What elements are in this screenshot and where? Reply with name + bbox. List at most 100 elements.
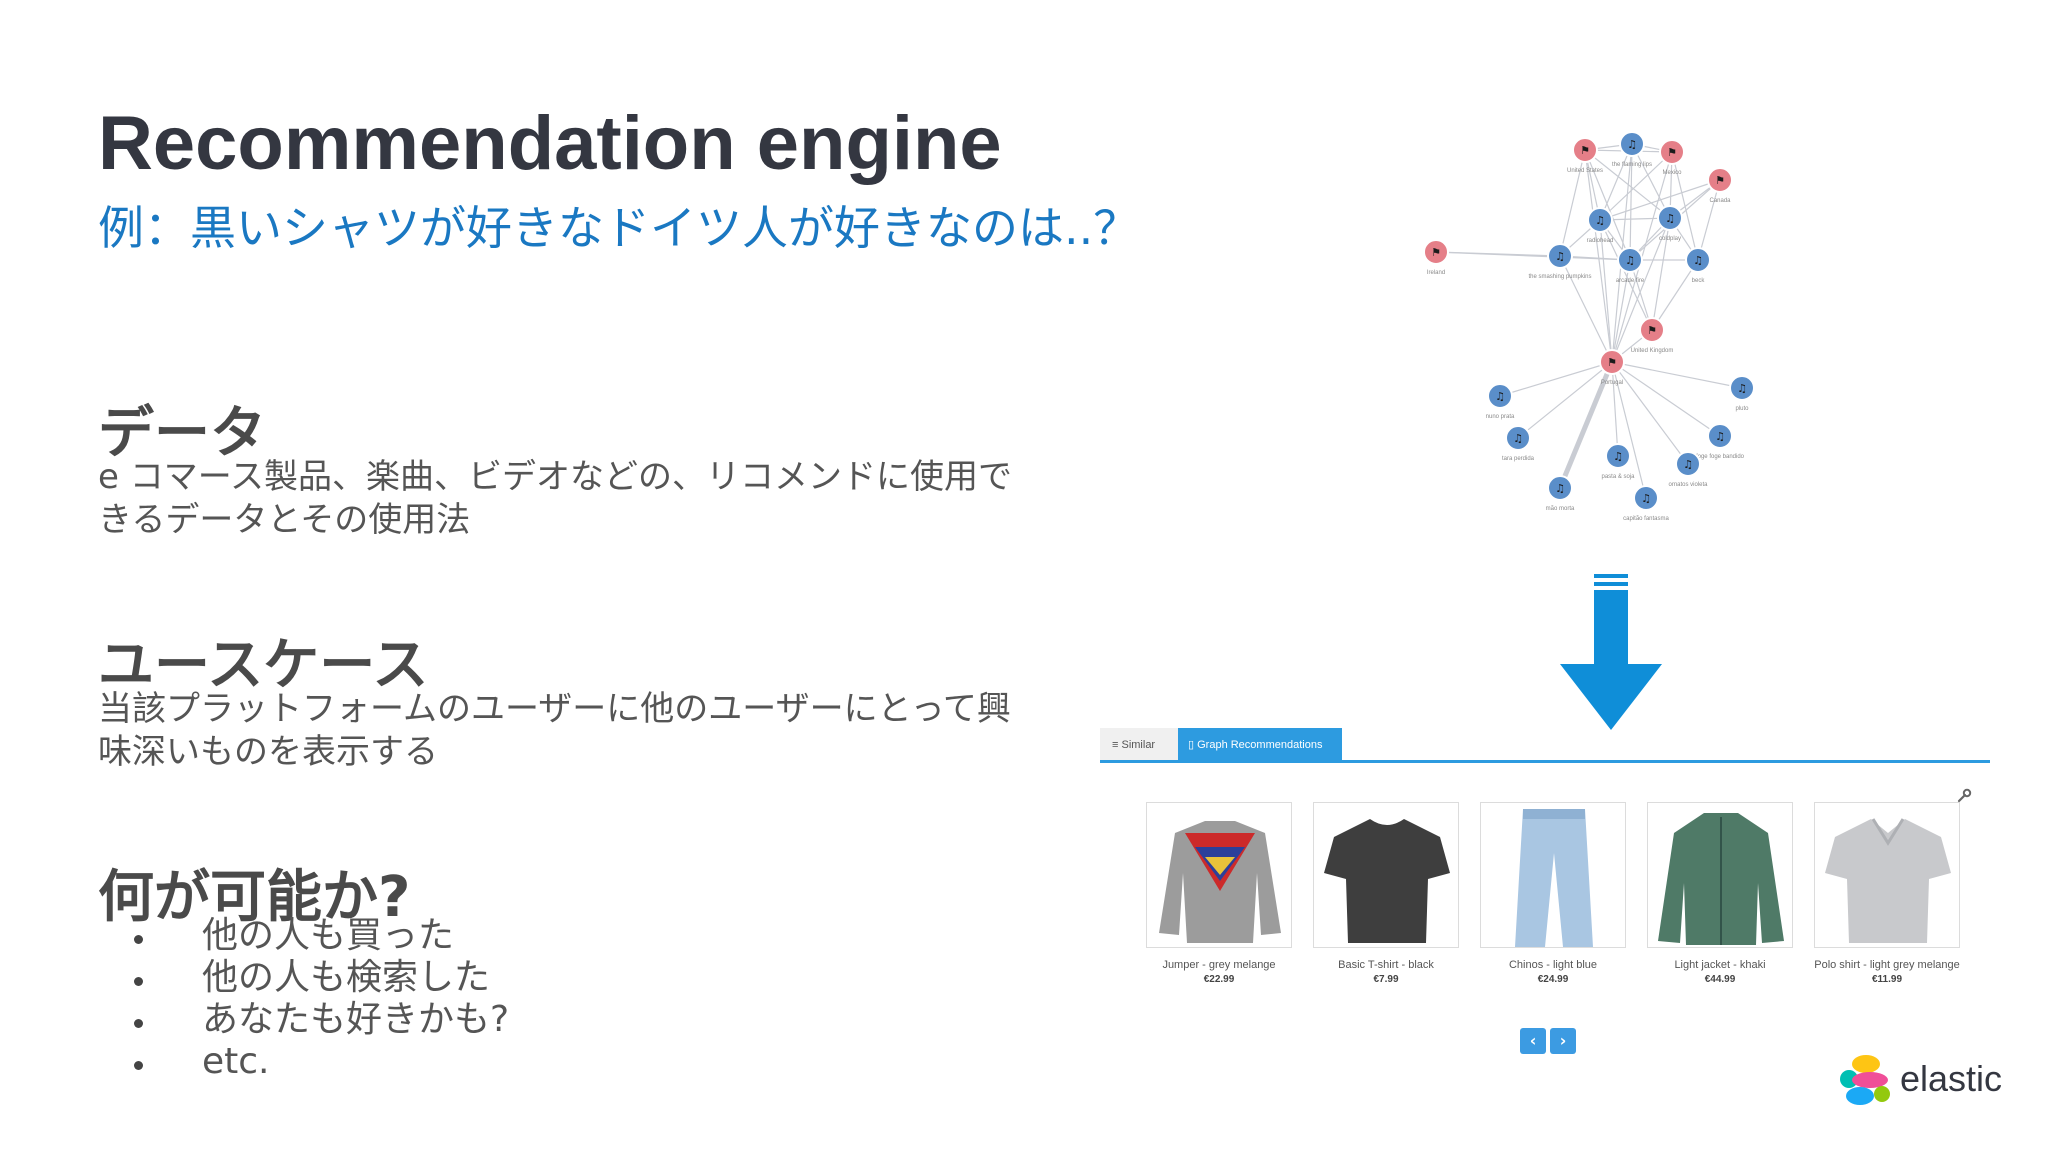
music-note-icon: ♫: [1693, 254, 1703, 267]
artist-node[interactable]: ♫arcade fire: [1616, 247, 1645, 284]
country-node[interactable]: ⚑Ireland: [1423, 239, 1449, 276]
flag-icon: ⚑: [1715, 174, 1725, 187]
node-label: ornatos violeta: [1668, 482, 1708, 488]
product-image-jacket[interactable]: [1647, 802, 1793, 948]
tab-similar-label: Similar: [1121, 739, 1156, 751]
graph-edge: [1599, 219, 1613, 363]
section-body-data: e コマース製品、楽曲、ビデオなどの、リコメンドに使用できるデータとその使用法: [98, 457, 1013, 540]
node-label: mão morta: [1546, 506, 1575, 512]
section-body-usecase: 当該プラットフォームのユーザーに他のユーザーにとって興味深いものを表示する: [98, 689, 1011, 772]
artist-node[interactable]: ♫coldplay: [1657, 205, 1683, 242]
artist-node[interactable]: ♫nuno prata: [1486, 383, 1515, 420]
list-item: 他の人も買った: [98, 915, 509, 957]
artist-node[interactable]: ♫ ornatos violeta: [1668, 451, 1708, 488]
pager-next-button[interactable]: ›: [1550, 1028, 1576, 1054]
tab-similar[interactable]: ≡ Similar: [1100, 728, 1178, 762]
graph-edge: [1651, 259, 1699, 331]
product-price: €11.99: [1871, 974, 1903, 985]
music-note-icon: ♫: [1555, 250, 1565, 263]
node-label: Canada: [1709, 198, 1731, 204]
node-label: the flaming lips: [1612, 162, 1652, 168]
product-image-tshirt[interactable]: [1313, 802, 1459, 948]
product-card[interactable]: Light jacket - khaki €44.99: [1647, 802, 1793, 986]
graph-edge: [1611, 361, 1689, 465]
product-image-chinos[interactable]: [1480, 802, 1626, 948]
country-node[interactable]: ⚑ United States: [1567, 137, 1603, 174]
music-note-icon: ♫: [1613, 450, 1623, 463]
product-name: Polo shirt - light grey melange: [1814, 959, 1960, 971]
graph-edge: [1499, 361, 1613, 397]
country-node[interactable]: ⚑Portugal: [1599, 349, 1625, 386]
list-item: 他の人も検索した: [98, 957, 509, 999]
artist-node[interactable]: ♫tara perdida: [1502, 425, 1535, 462]
flag-icon: ⚑: [1667, 146, 1677, 159]
artist-node[interactable]: ♫radiohead: [1587, 207, 1614, 244]
music-note-icon: ♫: [1627, 138, 1637, 151]
graph-edge: [1611, 361, 1647, 499]
product-card[interactable]: Jumper - grey melange €22.99: [1146, 802, 1292, 986]
artist-node[interactable]: ♫ capitão fantasma: [1623, 485, 1670, 522]
product-card[interactable]: Chinos - light blue €24.99: [1480, 802, 1626, 986]
artist-node[interactable]: ♫ the smashing pumpkins: [1528, 243, 1592, 280]
music-note-icon: ♫: [1625, 254, 1635, 267]
slide-title: Recommendation engine: [98, 101, 1002, 186]
graph-edge: [1517, 361, 1613, 439]
pager-prev-button[interactable]: ‹: [1520, 1028, 1546, 1054]
graph-edge: [1599, 151, 1673, 221]
graph-edge: [1435, 251, 1561, 257]
music-note-icon: ♫: [1683, 458, 1693, 471]
list-icon: ≡: [1112, 739, 1122, 751]
artist-node[interactable]: ♫mão morta: [1546, 475, 1575, 512]
country-node[interactable]: ⚑United Kingdom: [1631, 317, 1674, 354]
product-card[interactable]: Basic T-shirt - black €7.99: [1313, 802, 1459, 986]
graph-edge: [1599, 179, 1721, 221]
product-price: €7.99: [1373, 974, 1399, 985]
slide-subtitle: 例：黒いシャツが好きなドイツ人が好きなのは..？: [98, 201, 1140, 255]
product-image-jumper[interactable]: [1146, 802, 1292, 948]
tab-graph-recommendations[interactable]: ▯ Graph Recommendations: [1178, 728, 1342, 762]
graph-edge: [1629, 143, 1633, 261]
graph-edge: [1651, 217, 1671, 331]
graph-edge: [1559, 255, 1613, 363]
node-label: United Kingdom: [1631, 348, 1674, 354]
node-label: pasta & soja: [1601, 474, 1635, 480]
music-note-icon: ♫: [1641, 492, 1651, 505]
graph-edge: [1599, 219, 1653, 331]
elastic-logo-icon: [1840, 1055, 1890, 1105]
list-item: etc.: [98, 1041, 509, 1083]
artist-node[interactable]: ♫ pasta & soja: [1601, 443, 1635, 480]
country-node[interactable]: ⚑ Canada: [1707, 167, 1733, 204]
flag-icon: ⚑: [1580, 144, 1590, 157]
flag-icon: ⚑: [1431, 246, 1441, 259]
product-card[interactable]: Polo shirt - light grey melange €11.99: [1814, 802, 1960, 986]
artist-node[interactable]: ♫beck: [1685, 247, 1711, 284]
graph-edge: [1599, 143, 1633, 221]
product-price: €44.99: [1704, 974, 1736, 985]
country-node[interactable]: ⚑Mexico: [1659, 139, 1685, 176]
flag-icon: ⚑: [1607, 356, 1617, 369]
node-label: the smashing pumpkins: [1528, 274, 1591, 280]
down-arrow-icon: [1560, 574, 1662, 730]
music-note-icon: ♫: [1737, 382, 1747, 395]
product-name: Light jacket - khaki: [1674, 959, 1766, 971]
node-label: nuno prata: [1486, 414, 1515, 420]
artist-node[interactable]: ♫ the flaming lips: [1612, 131, 1652, 168]
possibilities-list: 他の人も買った 他の人も検索した あなたも好きかも? etc.: [98, 915, 509, 1083]
graph-edge: [1611, 361, 1721, 437]
graph-edge: [1557, 361, 1615, 489]
tab-graph-label: Graph Recommendations: [1197, 739, 1323, 751]
music-note-icon: ♫: [1715, 430, 1725, 443]
document-icon: ▯: [1188, 739, 1198, 751]
node-label: United States: [1567, 168, 1603, 174]
node-label: foge foge bandido: [1696, 454, 1745, 460]
music-note-icon: ♫: [1595, 214, 1605, 227]
artist-node[interactable]: ♫pluto: [1729, 375, 1755, 412]
artist-node[interactable]: ♫ foge foge bandido: [1696, 423, 1745, 460]
graph-edge: [1559, 149, 1586, 257]
graph-edge: [1611, 217, 1671, 363]
node-label: coldplay: [1659, 236, 1681, 242]
graph-edge: [1611, 361, 1619, 457]
node-label: capitão fantasma: [1623, 516, 1669, 522]
product-image-polo[interactable]: [1814, 802, 1960, 948]
wrench-icon[interactable]: [1956, 788, 1972, 804]
